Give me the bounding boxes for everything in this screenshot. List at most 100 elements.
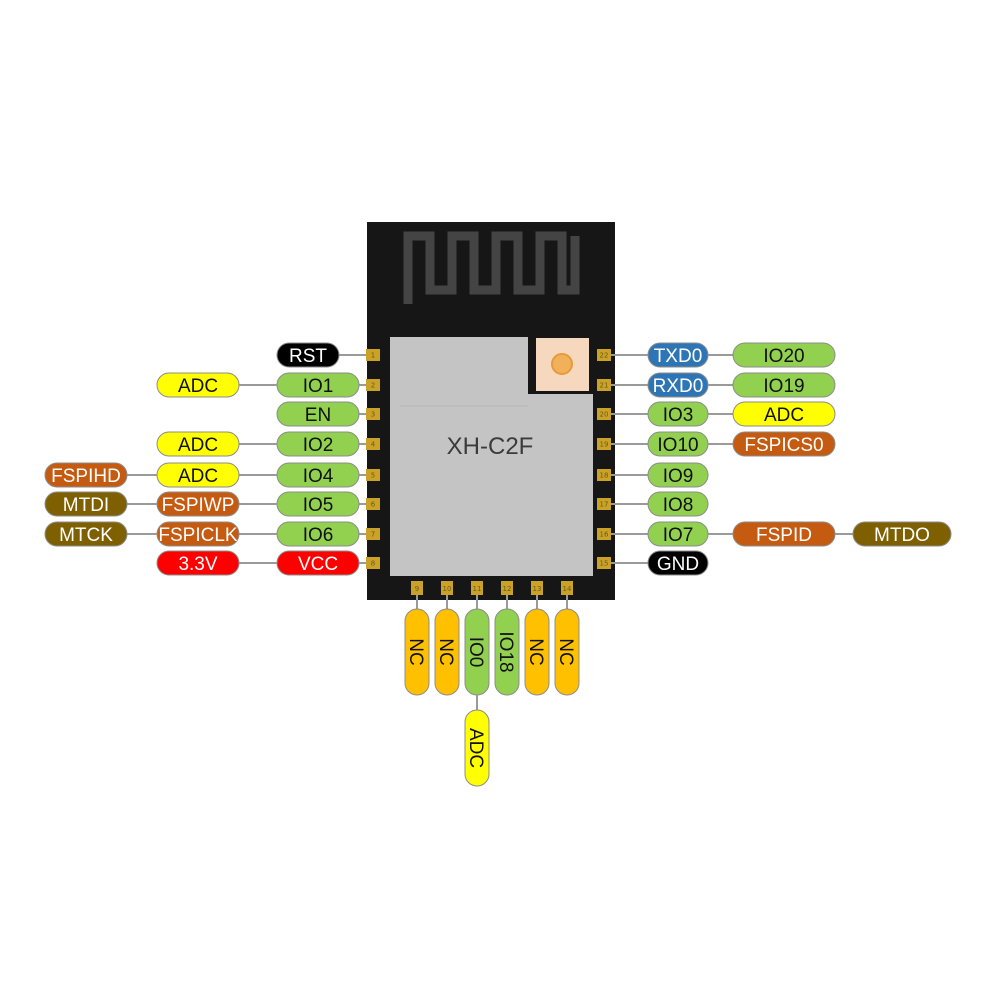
pad-11: [471, 581, 483, 595]
pin-number-2: 2: [371, 382, 375, 390]
pin-number-22: 22: [600, 352, 609, 360]
pin21-label-rxd0: RXD0: [653, 376, 704, 397]
pin-number-8: 8: [371, 560, 375, 568]
pin-number-13: 13: [533, 585, 542, 593]
pin13-label-nc-badge: [524, 608, 550, 696]
pin14-label-nc: NC: [555, 638, 576, 665]
pin15-label-gnd-badge: [647, 550, 709, 576]
pad-14: [561, 581, 573, 595]
pin-number-19: 19: [600, 441, 609, 449]
pin19-label-fspics0: FSPICS0: [744, 435, 823, 456]
pin17-label-io8: IO8: [663, 495, 694, 516]
pin-number-18: 18: [600, 472, 609, 480]
pin4-label-adc-badge: [156, 431, 240, 457]
pin5-label-fspihd: FSPIHD: [51, 466, 121, 487]
pin-number-5: 5: [371, 472, 375, 480]
shield-can: [390, 337, 593, 576]
pad-2: [366, 379, 380, 391]
pad-5: [366, 469, 380, 481]
pin11-label-io0: IO0: [465, 637, 486, 668]
pin7-label-mtck: MTCK: [59, 525, 113, 546]
pin-number-17: 17: [600, 501, 609, 509]
pin-layer: 1RST2IO1ADC3EN4IO2ADC5IO4ADCFSPIHD6IO5FS…: [44, 342, 952, 787]
pin19-label-io10: IO10: [657, 435, 698, 456]
pad-7: [366, 528, 380, 540]
pad-16: [597, 528, 611, 540]
pin14-label-nc-badge: [554, 608, 580, 696]
module: XH-C2F: [367, 222, 615, 600]
pin22-label-io20: IO20: [763, 346, 804, 367]
pin3-label-en: EN: [305, 405, 331, 426]
pin4-label-adc: ADC: [178, 435, 218, 456]
pad-4: [366, 438, 380, 450]
pin1-label-rst: RST: [289, 346, 327, 367]
pin18-label-io9: IO9: [663, 466, 694, 487]
pad-6: [366, 498, 380, 510]
pin-number-1: 1: [371, 352, 375, 360]
pin9-label-nc-badge: [404, 608, 430, 696]
pin4-label-io2: IO2: [303, 435, 334, 456]
pin-number-20: 20: [600, 411, 609, 419]
pin21-label-io19-badge: [732, 372, 836, 398]
pin9-label-nc: NC: [405, 638, 426, 665]
pin-number-11: 11: [473, 585, 482, 593]
pad-19: [597, 438, 611, 450]
pin11-label-adc: ADC: [465, 728, 486, 768]
pin7-label-io6: IO6: [303, 525, 334, 546]
pin16-label-io7: IO7: [663, 525, 694, 546]
pad-1: [366, 349, 380, 361]
pin6-label-mtdi-badge: [44, 491, 128, 517]
pin-number-14: 14: [563, 585, 572, 593]
pin12-label-io18-badge: [494, 608, 520, 696]
pad-9: [411, 581, 423, 595]
pin19-label-fspics0-badge: [732, 431, 836, 457]
pin-number-9: 9: [415, 585, 419, 593]
pin10-label-nc: NC: [435, 638, 456, 665]
pin11-label-adc-badge: [464, 709, 490, 787]
pin5-label-io4: IO4: [303, 466, 334, 487]
pad-15: [597, 557, 611, 569]
pin22-label-io20-badge: [732, 342, 836, 368]
pad-20: [597, 408, 611, 420]
pin17-label-io8-badge: [647, 491, 709, 517]
pin21-label-io19: IO19: [763, 376, 804, 397]
pin7-label-mtck-badge: [44, 521, 128, 547]
pin16-label-mtdo: MTDO: [874, 525, 930, 546]
pin-number-21: 21: [600, 382, 609, 390]
pin8-label-3-3v: 3.3V: [178, 554, 217, 575]
pin20-label-adc: ADC: [764, 405, 804, 426]
pin-number-10: 10: [443, 585, 452, 593]
test-pad-circle: [551, 353, 573, 375]
pin6-label-mtdi: MTDI: [63, 495, 109, 516]
pad-10: [441, 581, 453, 595]
pin2-label-adc-badge: [156, 372, 240, 398]
pin-number-4: 4: [371, 441, 376, 449]
pad-22: [597, 349, 611, 361]
pin-number-12: 12: [503, 585, 512, 593]
pin-number-7: 7: [371, 531, 375, 539]
pin6-label-fspiwp: FSPIWP: [162, 495, 235, 516]
antenna-trace: [403, 231, 580, 304]
pin7-label-fspiclk: FSPICLK: [158, 525, 238, 546]
pin8-label-3-3v-badge: [156, 550, 240, 576]
pin2-label-io1: IO1: [303, 376, 334, 397]
pin22-label-txd0: TXD0: [654, 346, 703, 367]
pin12-label-io18: IO18: [495, 631, 516, 672]
pin3-label-en-badge: [276, 401, 360, 427]
pin20-label-adc-badge: [732, 401, 836, 427]
pin5-label-adc: ADC: [178, 466, 218, 487]
pad-3: [366, 408, 380, 420]
pad-18: [597, 469, 611, 481]
pin16-label-fspid: FSPID: [756, 525, 812, 546]
pad-17: [597, 498, 611, 510]
pad-21: [597, 379, 611, 391]
pin13-label-nc: NC: [525, 638, 546, 665]
pin8-label-vcc: VCC: [298, 554, 338, 575]
pin16-label-mtdo-badge: [852, 521, 952, 547]
pad-12: [501, 581, 513, 595]
pin-number-15: 15: [600, 560, 609, 568]
pin2-label-adc: ADC: [178, 376, 218, 397]
pin6-label-io5: IO5: [303, 495, 334, 516]
pin5-label-fspihd-badge: [44, 462, 128, 488]
